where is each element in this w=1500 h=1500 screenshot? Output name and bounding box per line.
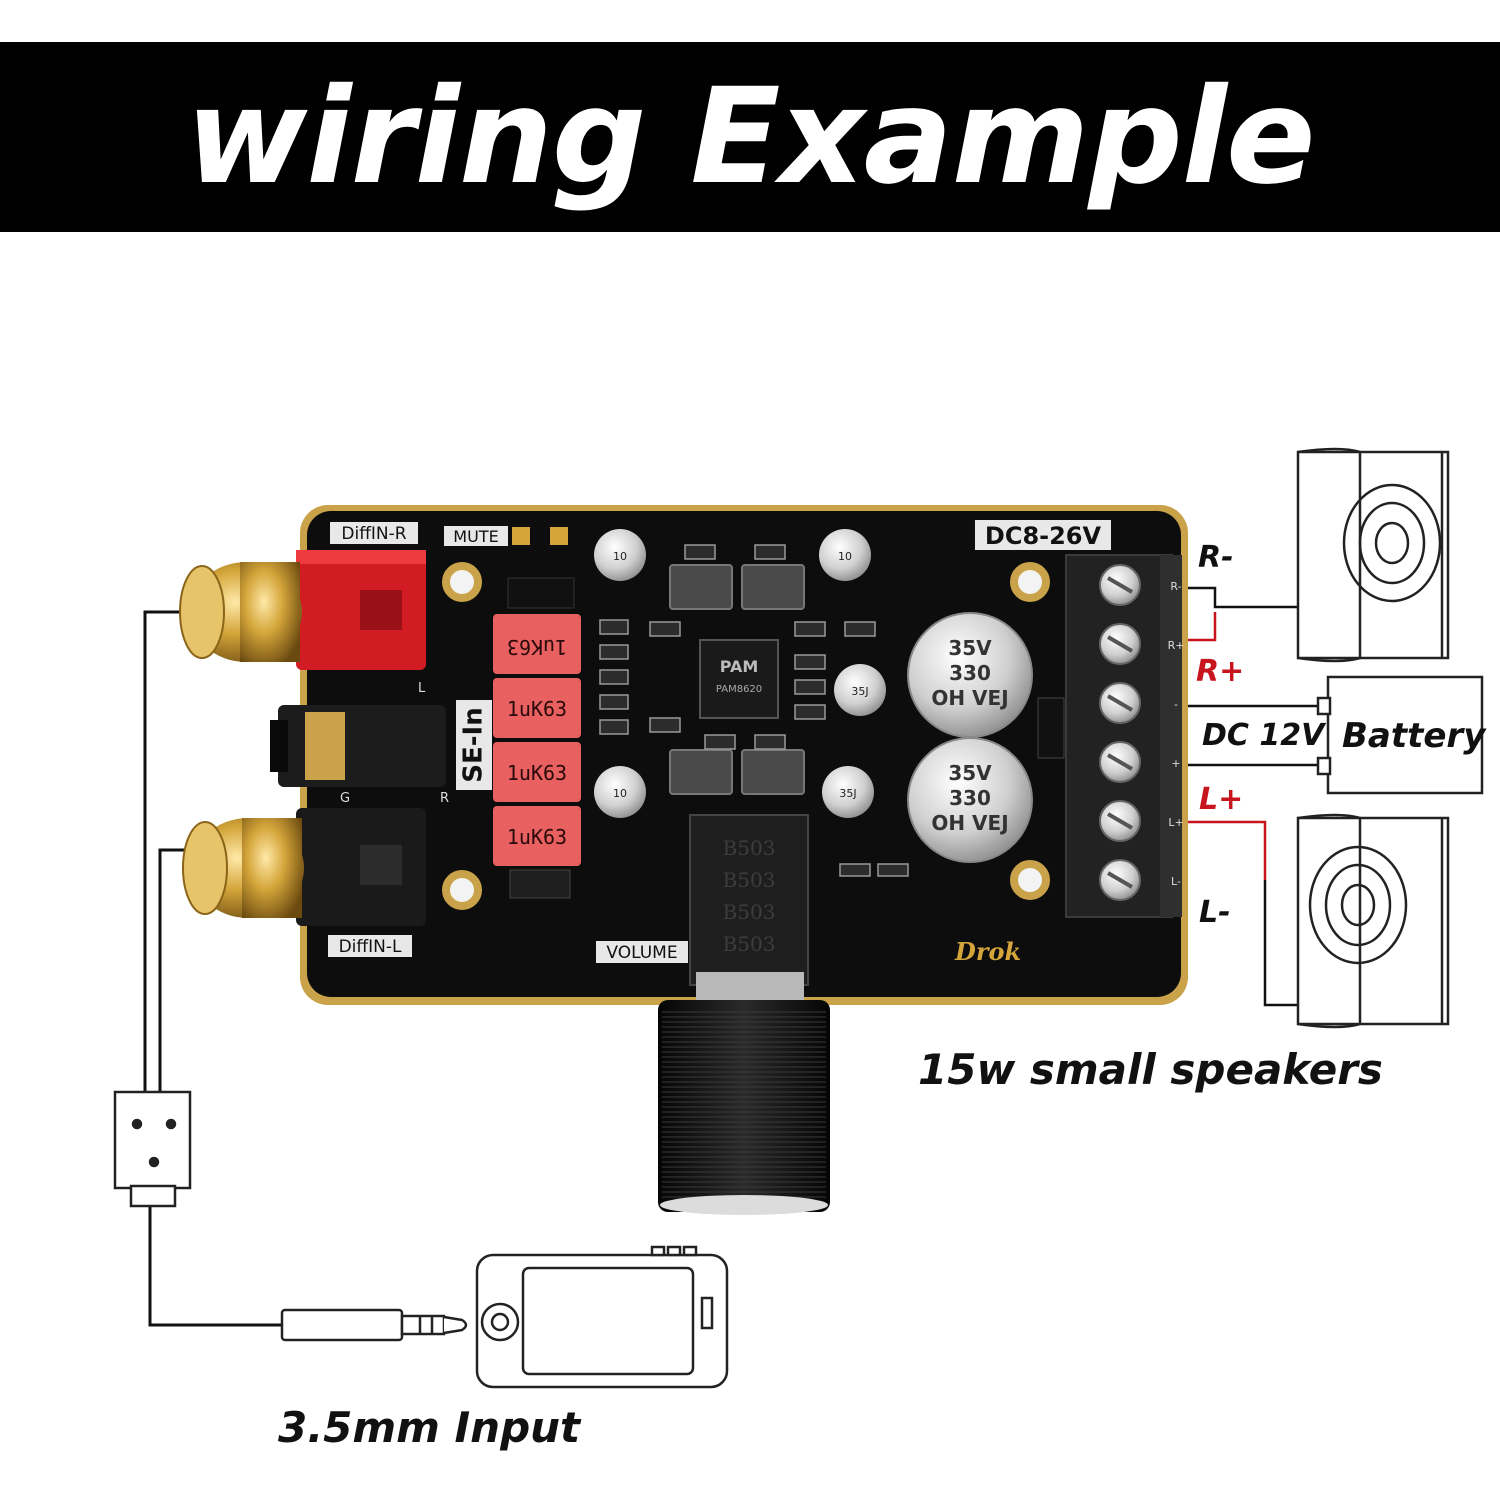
speaker-right	[1296, 447, 1450, 663]
chip-brand: PAM	[720, 657, 759, 676]
svg-text:35V: 35V	[948, 636, 992, 660]
svg-text:B503: B503	[723, 932, 776, 956]
speaker-left	[1296, 813, 1450, 1029]
terminal-label-minus: -	[1174, 698, 1178, 711]
rca-jack-right	[179, 562, 302, 662]
rca-housing-red	[296, 550, 426, 670]
svg-text:35V: 35V	[948, 761, 992, 785]
voltage-label: DC8-26V	[985, 522, 1102, 550]
svg-text:10: 10	[838, 550, 852, 563]
volume-potentiometer: B503 B503 B503 B503	[689, 814, 809, 1002]
mute-label: MUTE	[453, 527, 498, 546]
phone-icon	[475, 1245, 729, 1389]
wire-label-l-minus: L-	[1199, 895, 1231, 930]
voltage-box	[975, 520, 1111, 550]
svg-text:OH VEJ: OH VEJ	[931, 686, 1008, 710]
se-in-label: SE-In	[459, 707, 489, 782]
diffin-r-box	[330, 522, 418, 544]
battery-label: Battery	[1342, 716, 1486, 756]
big-capacitors: 35V 330 OH VEJ 35V 330 OH VEJ	[907, 612, 1033, 863]
terminal-label-plus: +	[1171, 757, 1180, 770]
volume-label: VOLUME	[606, 943, 677, 963]
svg-text:B503: B503	[723, 868, 776, 892]
mute-box	[444, 526, 508, 546]
svg-text:10: 10	[613, 550, 627, 563]
svg-text:OH VEJ: OH VEJ	[931, 811, 1008, 835]
output-wires	[1185, 586, 1330, 1007]
regulator	[1037, 697, 1065, 759]
input-wires	[143, 610, 282, 1327]
svg-text:10: 10	[613, 787, 627, 800]
rca-jack-left	[182, 818, 304, 918]
input-caption: 3.5mm Input	[278, 1403, 581, 1452]
wire-label-r-minus: R-	[1198, 540, 1234, 575]
pin-label-l: L	[418, 681, 426, 696]
inductors	[669, 564, 805, 795]
svg-text:330: 330	[949, 786, 991, 810]
wire-label-l-plus: L+	[1199, 782, 1244, 817]
diffin-r-label: DiffIN-R	[341, 524, 406, 544]
mounting-holes	[442, 562, 1050, 910]
pin-label-r: R	[440, 791, 449, 806]
speakers-caption: 15w small speakers	[918, 1045, 1383, 1094]
audio-plug	[280, 1308, 468, 1342]
film-cap-label-3: 1uK63	[507, 761, 567, 785]
terminal-label-l-plus: L+	[1168, 816, 1183, 829]
terminal-label-l-minus: L-	[1171, 875, 1181, 888]
film-cap-label-1: 1uK63	[507, 635, 567, 659]
amplifier-board: DiffIN-R MUTE DiffIN-L SE-In VOLUME DC8-…	[179, 505, 1188, 1005]
svg-text:35J: 35J	[839, 787, 856, 800]
brand-logo: Drok	[954, 937, 1021, 966]
diffin-l-label: DiffIN-L	[339, 937, 402, 957]
diffin-l-box	[328, 935, 412, 957]
volume-knob	[658, 1000, 830, 1215]
se-in-box	[456, 700, 492, 790]
volume-box	[596, 941, 688, 963]
film-capacitors: 1uK63 1uK63 1uK63 1uK63	[493, 614, 581, 866]
small-capacitors: 10 10 35J 10 35J	[594, 529, 886, 818]
battery-icon	[1316, 675, 1484, 795]
title-banner: wiring Example	[0, 42, 1500, 232]
mute-header	[507, 577, 575, 609]
wire-label-dc: DC 12V	[1202, 718, 1325, 753]
terminal-label-r-minus: R-	[1170, 580, 1181, 593]
wire-label-r-plus: R+	[1196, 654, 1245, 689]
diode	[509, 869, 571, 899]
film-cap-label-4: 1uK63	[507, 825, 567, 849]
smd-components	[599, 544, 909, 877]
svg-text:35J: 35J	[851, 685, 868, 698]
cable-connector	[113, 1090, 192, 1208]
audio-jack-3-5mm	[270, 705, 446, 787]
svg-text:330: 330	[949, 661, 991, 685]
amplifier-chip: PAM PAM8620	[699, 639, 779, 719]
rca-housing-black	[296, 808, 426, 926]
chip-model: PAM8620	[716, 684, 762, 695]
svg-text:B503: B503	[723, 836, 776, 860]
svg-text:B503: B503	[723, 900, 776, 924]
screw-terminal-block: R- R+ - + L+ L-	[1065, 554, 1185, 918]
pin-label-g: G	[340, 791, 350, 806]
film-cap-label-2: 1uK63	[507, 697, 567, 721]
title: wiring Example	[185, 60, 1315, 214]
terminal-label-r-plus: R+	[1168, 639, 1185, 652]
